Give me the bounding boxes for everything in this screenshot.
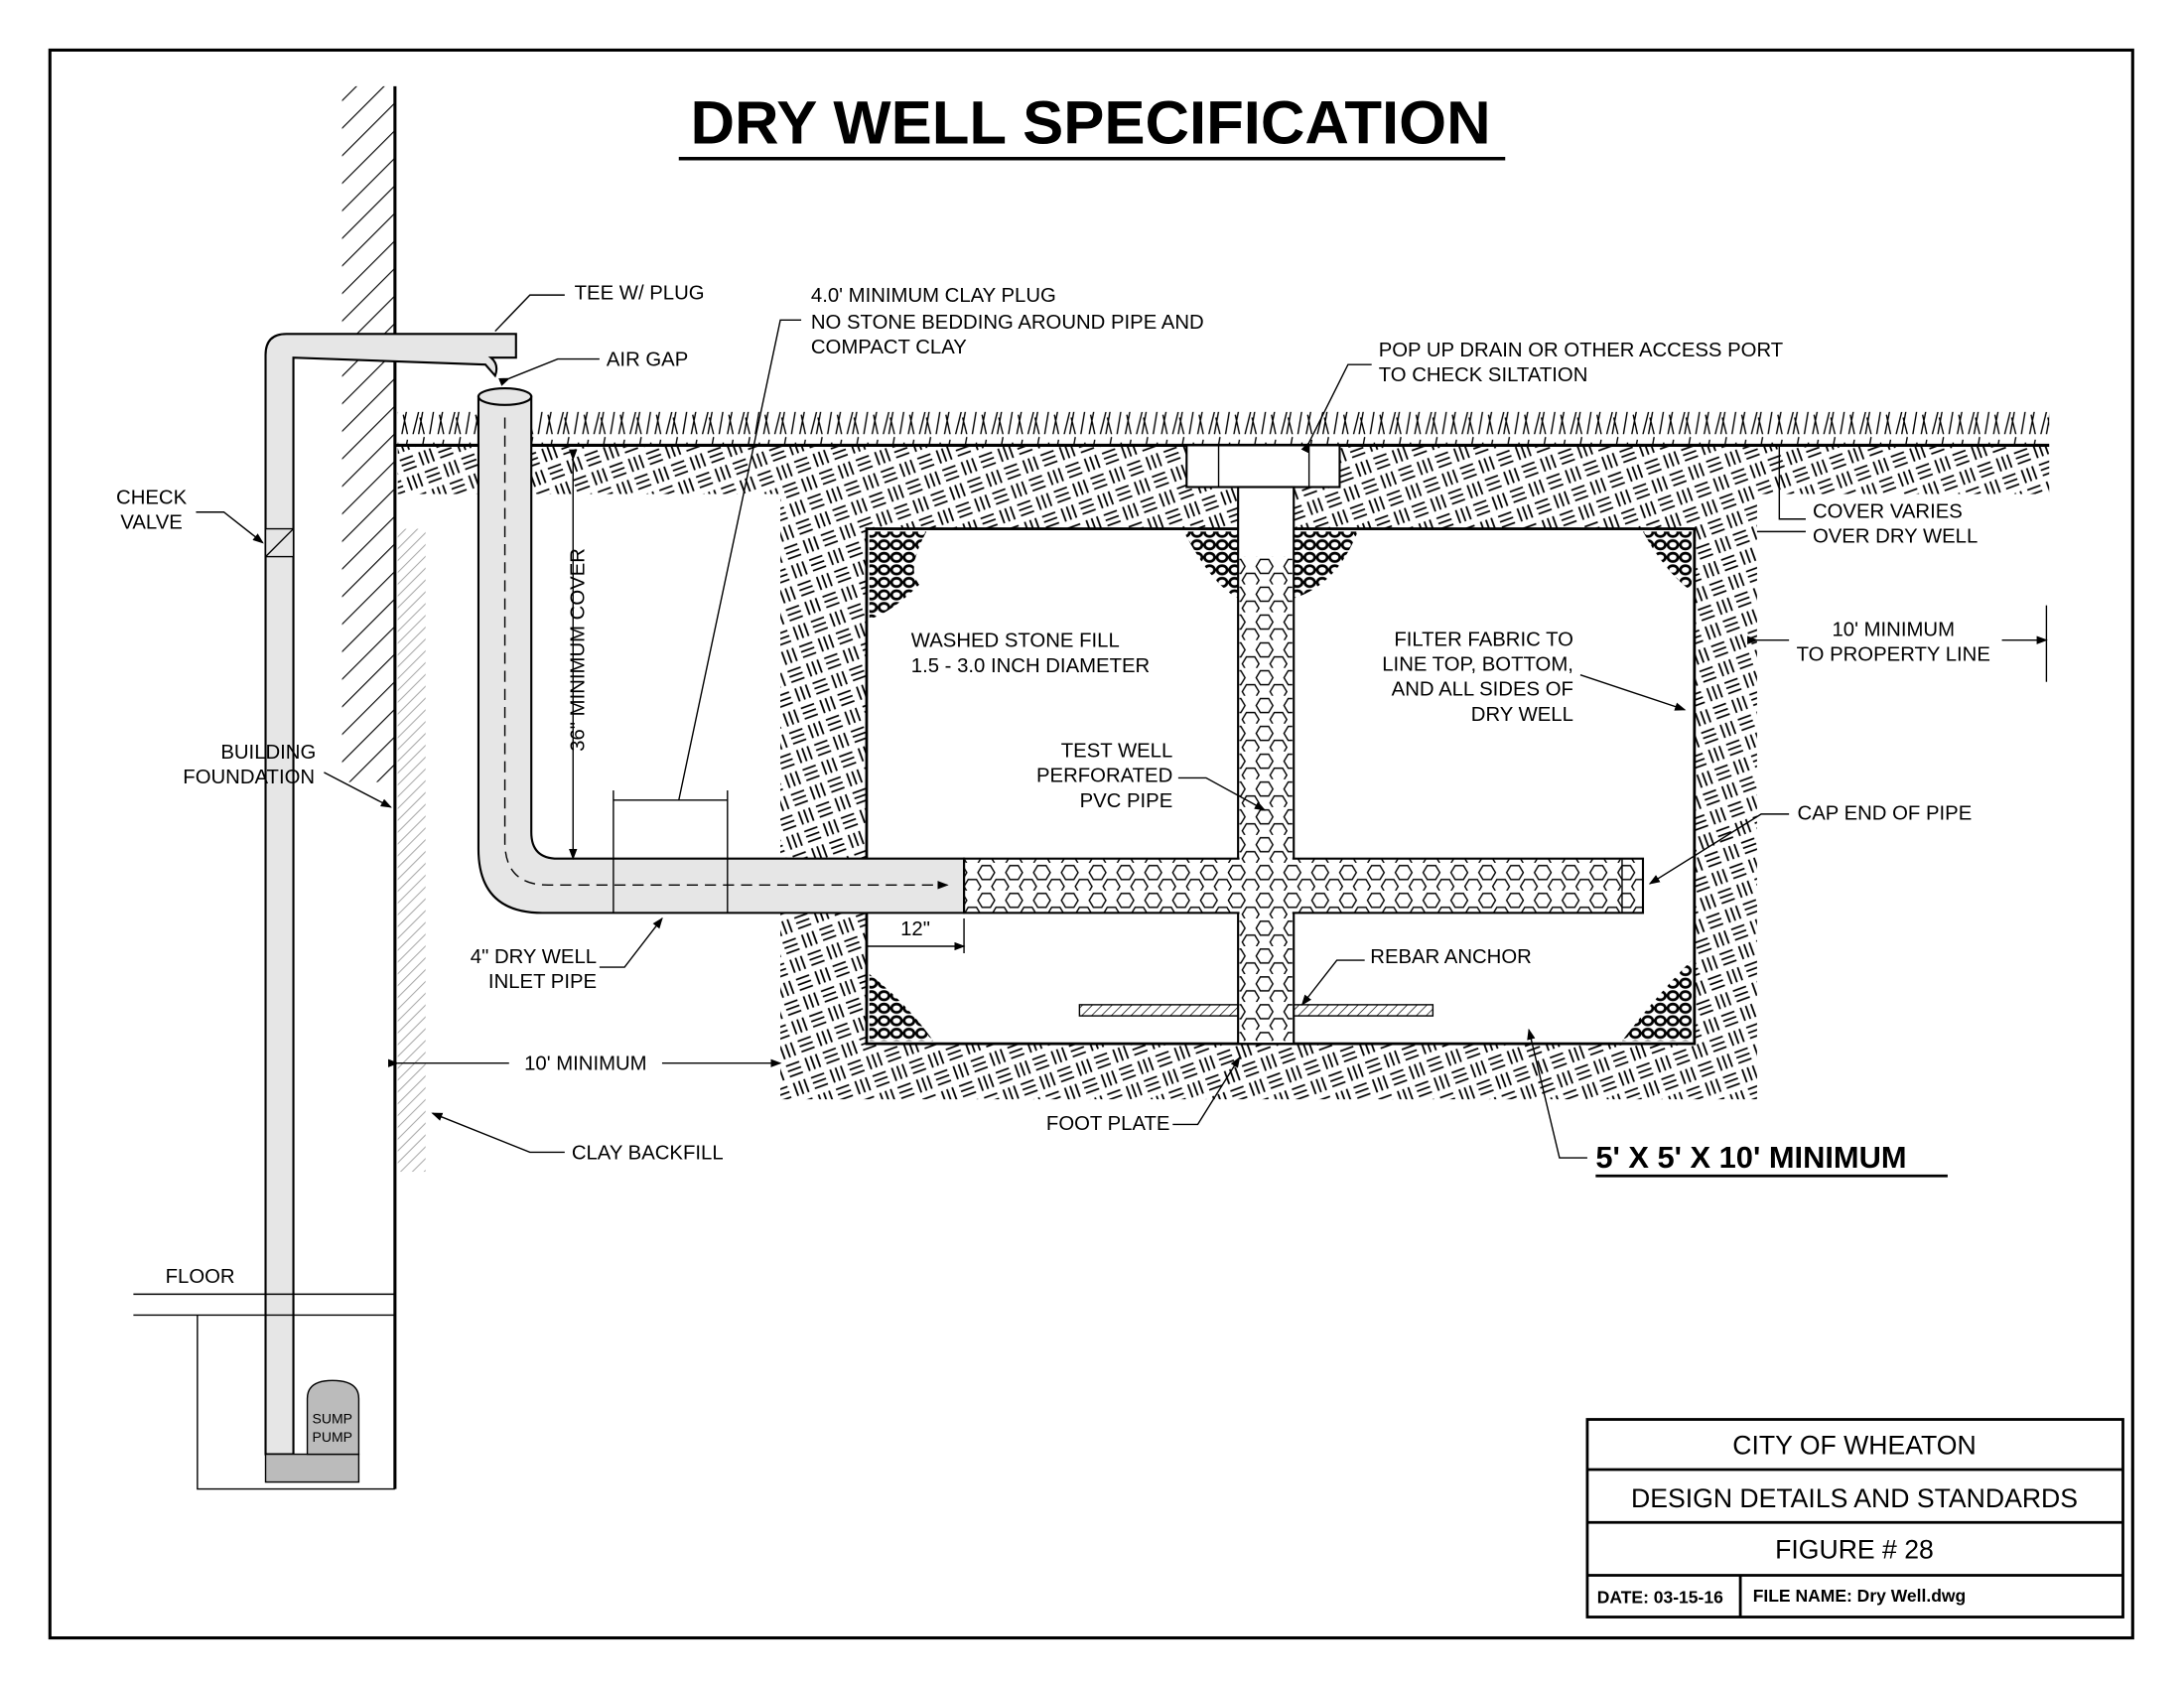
label-sump-pump: SUMP: [313, 1411, 352, 1427]
label-cover-varies-2: OVER DRY WELL: [1813, 526, 1978, 548]
drawing-title: DRY WELL SPECIFICATION: [691, 88, 1491, 157]
label-dimensions: 5' X 5' X 10' MINIMUM: [1595, 1140, 1906, 1175]
label-air-gap: AIR GAP: [607, 350, 688, 371]
title-block-file-name: FILE NAME: Dry Well.dwg: [1753, 1586, 1967, 1606]
label-access-port: POP UP DRAIN OR OTHER ACCESS PORT: [1379, 340, 1783, 361]
label-washed-stone: WASHED STONE FILL: [911, 631, 1120, 652]
label-test-well-2: PERFORATED: [1036, 766, 1172, 787]
label-10-minimum: 10' MINIMUM: [524, 1054, 647, 1075]
label-check-valve-2: VALVE: [120, 512, 182, 534]
label-filter-fabric-3: AND ALL SIDES OF: [1392, 679, 1573, 701]
label-inlet-pipe-2: INLET PIPE: [488, 971, 597, 993]
label-floor: FLOOR: [166, 1266, 235, 1288]
label-12-inch: 12": [900, 918, 930, 940]
dimension-lines: [387, 449, 2048, 1067]
label-test-well: TEST WELL: [1061, 740, 1173, 762]
label-filter-fabric-4: DRY WELL: [1471, 704, 1573, 726]
label-test-well-3: PVC PIPE: [1080, 790, 1173, 812]
title-block: CITY OF WHEATON DESIGN DETAILS AND STAND…: [1585, 1418, 2124, 1618]
label-washed-stone-2: 1.5 - 3.0 INCH DIAMETER: [911, 655, 1150, 677]
label-clay-plug-3: COMPACT CLAY: [811, 337, 967, 358]
sump-discharge-pipe: [264, 333, 517, 1456]
label-cap-end: CAP END OF PIPE: [1798, 802, 1973, 824]
label-property-line: 10' MINIMUM: [1832, 619, 1955, 640]
title-block-date: DATE: 03-15-16: [1597, 1588, 1723, 1608]
grass: [397, 411, 2050, 446]
label-building-foundation-2: FOUNDATION: [183, 767, 315, 788]
label-foot-plate: FOOT PLATE: [1046, 1113, 1170, 1135]
perforated-pipe: [963, 857, 1645, 914]
access-port: [1185, 444, 1341, 489]
label-property-line-2: TO PROPERTY LINE: [1797, 644, 1990, 666]
foot-plate: [1078, 1004, 1239, 1017]
label-tee-plug: TEE W/ PLUG: [575, 282, 705, 304]
title-block-figure: FIGURE # 28: [1775, 1535, 1934, 1565]
label-min-cover: 36" MINIMUM COVER: [567, 548, 589, 752]
title-block-org: CITY OF WHEATON: [1732, 1431, 1976, 1461]
label-access-port-2: TO CHECK SILTATION: [1379, 364, 1588, 386]
label-rebar-anchor: REBAR ANCHOR: [1370, 946, 1532, 968]
label-sump-pump-2: PUMP: [313, 1429, 352, 1445]
label-cover-varies: COVER VARIES: [1813, 500, 1963, 522]
building-foundation: [341, 85, 426, 1489]
sump-pit: [133, 1293, 395, 1490]
leader-lines: [196, 294, 1806, 1159]
label-clay-backfill: CLAY BACKFILL: [572, 1142, 724, 1164]
title-block-series: DESIGN DETAILS AND STANDARDS: [1631, 1483, 2078, 1513]
sheet-border: [48, 48, 2134, 1640]
label-clay-plug-2: NO STONE BEDDING AROUND PIPE AND: [811, 312, 1204, 334]
label-filter-fabric-2: LINE TOP, BOTTOM,: [1382, 654, 1573, 676]
label-clay-plug: 4.0' MINIMUM CLAY PLUG: [811, 285, 1056, 307]
label-filter-fabric: FILTER FABRIC TO: [1394, 629, 1573, 650]
inlet-pipe: [477, 386, 966, 914]
label-building-foundation: BUILDING: [220, 742, 316, 764]
label-check-valve: CHECK: [116, 487, 188, 508]
label-inlet-pipe: 4" DRY WELL: [471, 946, 597, 968]
